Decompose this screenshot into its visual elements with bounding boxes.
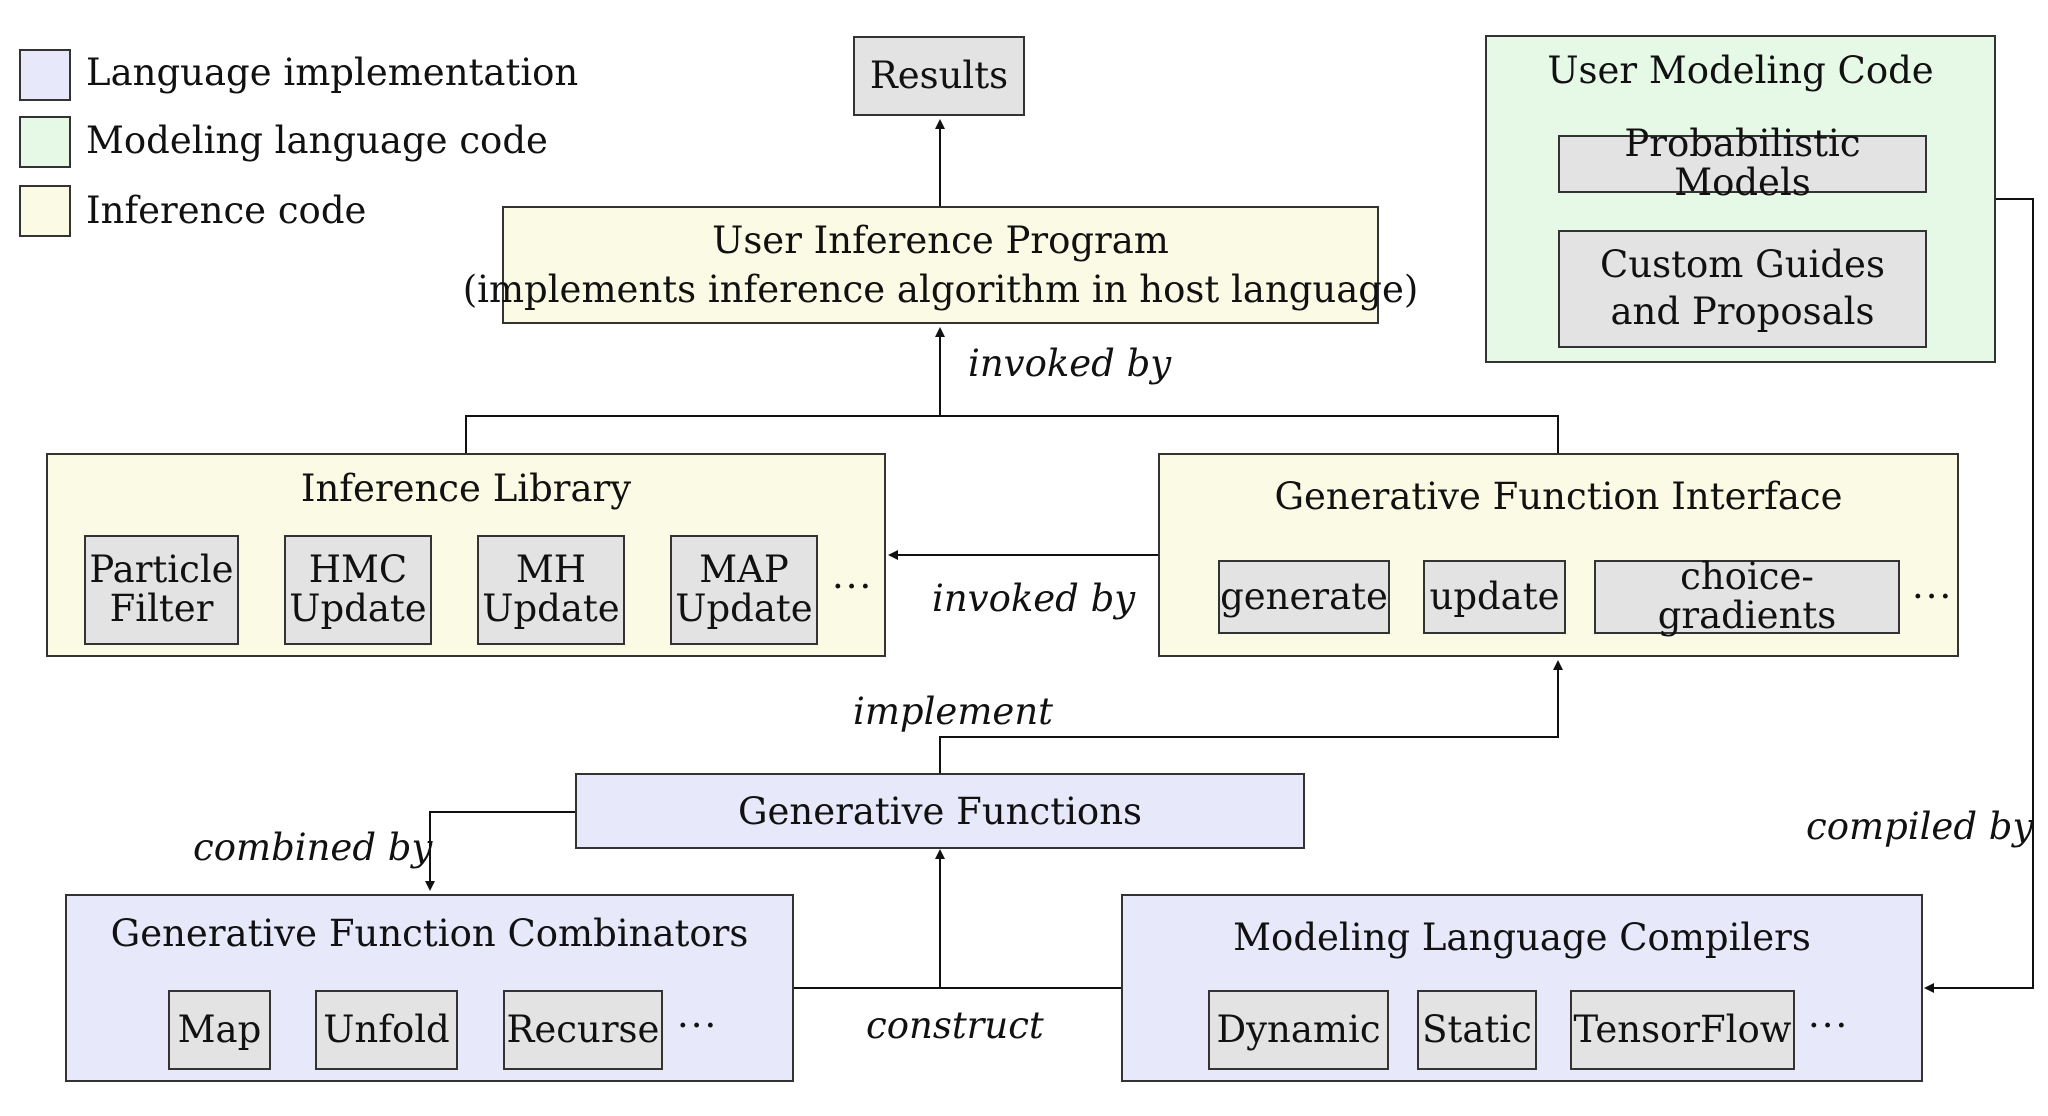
generate-box: generate — [1218, 560, 1390, 634]
generative-functions: Generative Functions — [575, 773, 1305, 849]
label-compiled-by: compiled by — [1806, 805, 2034, 848]
mh-update-box: MH Update — [477, 535, 625, 645]
custom-guides-line2: and Proposals — [1610, 290, 1875, 333]
label-construct: construct — [866, 1004, 1044, 1047]
tensorflow-box: TensorFlow — [1570, 990, 1795, 1070]
gfi-title: Generative Function Interface — [1274, 475, 1843, 518]
map-update-box: MAP Update — [670, 535, 818, 645]
custom-guides-box: Custom Guides and Proposals — [1558, 230, 1927, 348]
user-modeling-code: User Modeling Code Probabilistic Models … — [1485, 35, 1996, 363]
legend-label-language: Language implementation — [86, 51, 579, 94]
particle-filter-line1: Particle — [89, 548, 234, 592]
label-invoked-by-top: invoked by — [968, 342, 1172, 385]
custom-guides-line1: Custom Guides — [1600, 243, 1885, 287]
hmc-update-line2: Update — [289, 587, 427, 630]
legend-swatch-language — [19, 49, 71, 101]
arrow-compiled-by — [1924, 198, 2034, 993]
label-implement: implement — [853, 690, 1054, 733]
line-libraries-to-user-inference — [465, 415, 1559, 453]
compilers-title: Modeling Language Compilers — [1233, 916, 1811, 959]
inference-library: Inference Library Particle Filter HMC Up… — [46, 453, 886, 657]
user-inference-program: User Inference Program (implements infer… — [463, 206, 1418, 324]
generative-function-interface: Generative Function Interface generate u… — [1158, 453, 1959, 657]
inference-library-title: Inference Library — [300, 467, 632, 510]
results-box: Results — [853, 36, 1025, 116]
modeling-language-compilers: Modeling Language Compilers Dynamic Stat… — [1121, 894, 1923, 1082]
particle-filter-line2: Filter — [109, 587, 214, 630]
mh-update-line1: MH — [515, 548, 587, 592]
particle-filter-box: Particle Filter — [84, 535, 239, 645]
compilers-ellipsis: ··· — [1808, 1004, 1850, 1047]
inference-library-ellipsis: ··· — [832, 565, 874, 608]
combinators-title: Generative Function Combinators — [110, 912, 749, 955]
map-update-line2: Update — [675, 587, 813, 630]
label-combined-by: combined by — [193, 826, 433, 869]
combinators-ellipsis: ··· — [677, 1004, 719, 1047]
user-inference-title: User Inference Program — [712, 219, 1169, 262]
generative-function-combinators: Generative Function Combinators Map Unfo… — [65, 894, 794, 1082]
legend-swatch-inference — [19, 185, 71, 237]
recurse-box: Recurse — [503, 990, 663, 1070]
arrow-combined-by — [425, 811, 575, 891]
update-box: update — [1423, 560, 1566, 634]
dynamic-box: Dynamic — [1208, 990, 1389, 1070]
hmc-update-line1: HMC — [308, 548, 408, 592]
mh-update-line2: Update — [482, 587, 620, 630]
label-invoked-by-mid: invoked by — [932, 577, 1136, 620]
arrow-implement — [939, 660, 1563, 773]
map-box: Map — [168, 990, 271, 1070]
choice-gradients-box: choice-gradients — [1594, 557, 1900, 635]
legend-swatch-modeling — [19, 116, 71, 168]
legend-label-modeling: Modeling language code — [86, 119, 548, 162]
static-box: Static — [1417, 990, 1537, 1070]
legend-label-inference: Inference code — [86, 189, 367, 232]
gfi-ellipsis: ··· — [1912, 575, 1954, 618]
hmc-update-box: HMC Update — [284, 535, 432, 645]
user-modeling-title: User Modeling Code — [1547, 49, 1934, 92]
user-inference-subtitle: (implements inference algorithm in host … — [462, 268, 1419, 311]
map-update-line1: MAP — [699, 548, 789, 592]
probabilistic-models-box: Probabilistic Models — [1558, 124, 1927, 202]
unfold-box: Unfold — [315, 990, 458, 1070]
